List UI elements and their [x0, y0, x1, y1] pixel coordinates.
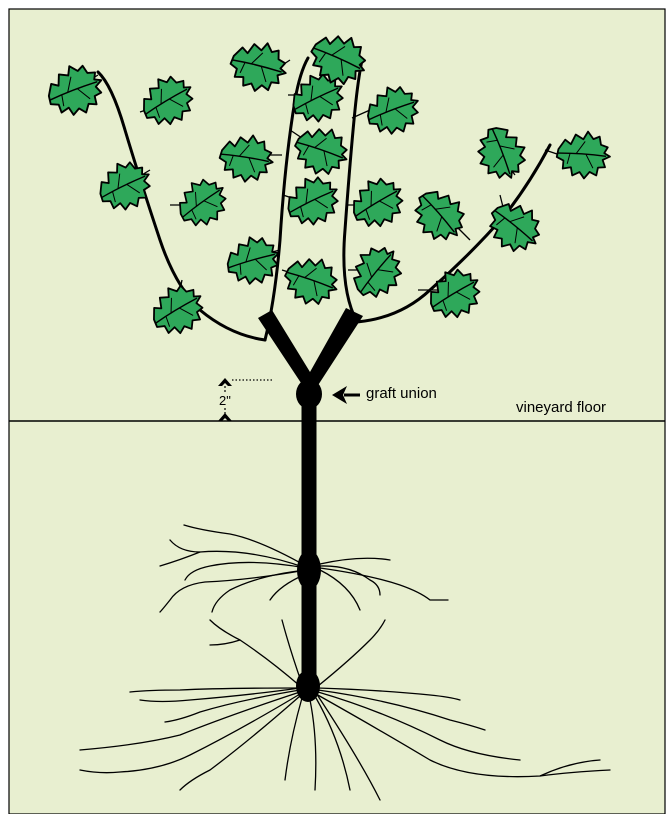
height-marker-label: 2" — [219, 393, 231, 408]
trunk-node — [297, 550, 321, 590]
root-crown — [296, 670, 320, 702]
vineyard-floor-label: vineyard floor — [516, 399, 606, 416]
graft-union-knot — [296, 379, 322, 409]
graft-union-label: graft union — [366, 385, 437, 402]
